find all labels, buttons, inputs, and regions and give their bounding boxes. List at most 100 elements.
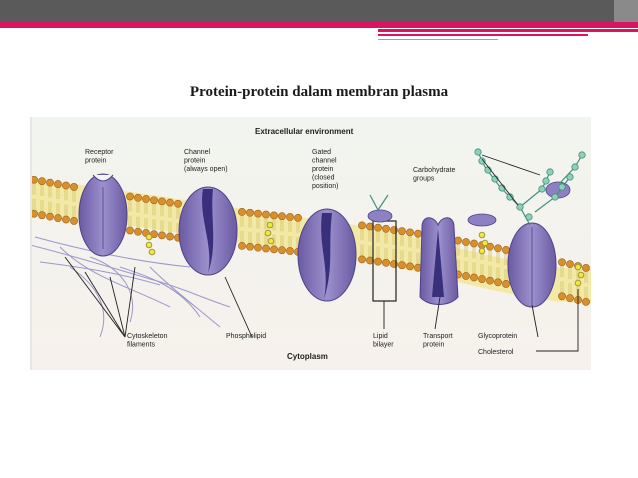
label-channel-protein: protein bbox=[184, 158, 206, 165]
lipid-head bbox=[54, 180, 62, 188]
lipid-head bbox=[358, 221, 366, 230]
label-gated-channel-protein: channel bbox=[312, 158, 337, 165]
lipid-head bbox=[494, 244, 502, 253]
lipid-head bbox=[262, 244, 270, 253]
lipid-head bbox=[566, 260, 574, 269]
sugar-unit bbox=[516, 203, 524, 211]
lipid-head bbox=[470, 239, 478, 248]
lipid-head bbox=[462, 272, 470, 280]
sugar-unit bbox=[566, 173, 574, 181]
label-carbohydrate-groups: Carbohydrate bbox=[413, 167, 456, 174]
lipid-head bbox=[126, 192, 134, 201]
lipid-head bbox=[478, 275, 486, 283]
label-receptor-protein: Receptor bbox=[85, 149, 114, 156]
plasma-membrane-diagram: Extracellular environment Cytoplasm Rece… bbox=[30, 117, 591, 370]
lipid-head bbox=[294, 213, 302, 222]
lipid-head bbox=[374, 223, 382, 232]
lipid-head bbox=[398, 261, 406, 270]
lipid-head bbox=[358, 255, 366, 264]
lipid-head bbox=[38, 177, 46, 186]
lipid-head bbox=[494, 278, 502, 287]
lipid-head bbox=[366, 222, 374, 231]
lipid-head bbox=[454, 236, 462, 245]
transport-protein-groove bbox=[432, 229, 444, 297]
slide-title: Protein-protein dalam membran plasma bbox=[189, 84, 449, 100]
carbohydrate-units bbox=[474, 148, 586, 221]
sugar-unit bbox=[538, 185, 546, 193]
lipid-head bbox=[262, 210, 270, 219]
lipid-head bbox=[486, 242, 494, 251]
sugar-unit bbox=[506, 193, 514, 201]
sugar-unit bbox=[558, 183, 566, 191]
left-fade bbox=[30, 117, 32, 370]
lipid-head bbox=[70, 217, 78, 225]
sugar-unit bbox=[542, 177, 550, 185]
label-transport-protein: protein bbox=[423, 342, 445, 349]
channel-protein-pore bbox=[202, 189, 214, 273]
lipid-head bbox=[406, 228, 414, 237]
peripheral-protein bbox=[367, 209, 393, 223]
lipid-head bbox=[382, 258, 390, 267]
pink-accent-line bbox=[378, 39, 498, 40]
gated-channel-pore bbox=[321, 213, 332, 299]
sugar-unit bbox=[525, 213, 533, 221]
lipid-head bbox=[270, 211, 278, 220]
lipid-head bbox=[254, 243, 262, 252]
lipid-head bbox=[62, 215, 70, 224]
cytoplasm-label: Cytoplasm bbox=[287, 352, 328, 361]
lipid-head bbox=[158, 197, 166, 206]
lipid-head bbox=[470, 273, 478, 282]
label-cytoskeleton-filaments: Cytoskeleton bbox=[127, 333, 168, 340]
label-leader-lines bbox=[64, 154, 579, 352]
sugar-unit bbox=[546, 168, 554, 176]
pink-accent-line bbox=[378, 34, 588, 36]
label-gated-channel-protein: Gated bbox=[312, 149, 331, 156]
lipid-head bbox=[374, 257, 382, 266]
pink-accent-line bbox=[378, 29, 638, 32]
lipid-head bbox=[270, 245, 278, 254]
lipid-head bbox=[134, 227, 142, 236]
top-dark-bar bbox=[0, 0, 638, 22]
top-bar-accent bbox=[614, 0, 638, 22]
label-cholesterol: Cholesterol bbox=[478, 349, 514, 356]
lipid-head bbox=[150, 196, 158, 205]
lipid-head bbox=[174, 199, 182, 208]
lipid-head bbox=[382, 224, 390, 233]
sugar-unit bbox=[474, 148, 482, 156]
lipid-head bbox=[238, 207, 246, 216]
lipid-head bbox=[126, 226, 134, 235]
sugar-unit bbox=[551, 193, 559, 201]
lipid-head bbox=[70, 183, 78, 191]
lipid-head bbox=[142, 195, 150, 203]
label-gated-channel-protein: (closed bbox=[312, 175, 335, 182]
lipid-head bbox=[62, 181, 70, 190]
lipid-head bbox=[398, 227, 406, 236]
lipid-head bbox=[166, 198, 174, 207]
lipid-head bbox=[38, 211, 46, 220]
lipid-head bbox=[46, 178, 54, 187]
lipid-head bbox=[246, 242, 254, 251]
lipid-head bbox=[166, 232, 174, 241]
lipid-head bbox=[486, 276, 494, 285]
cytoskeleton-filaments-drawing bbox=[30, 236, 231, 338]
cholesterol-molecules bbox=[145, 221, 585, 287]
label-gated-channel-protein: position) bbox=[312, 183, 338, 190]
lipid-head bbox=[46, 212, 54, 221]
lipid-head bbox=[462, 238, 470, 246]
lipid-heads bbox=[30, 175, 590, 306]
extracellular-label: Extracellular environment bbox=[255, 127, 354, 136]
label-phospholipid: Phospholipid bbox=[226, 333, 266, 340]
sugar-unit bbox=[578, 151, 586, 159]
lipid-head bbox=[566, 294, 574, 303]
label-receptor-protein: protein bbox=[85, 158, 107, 165]
lipid-head bbox=[278, 212, 286, 221]
lipid-head bbox=[502, 280, 510, 288]
lipid-head bbox=[254, 209, 262, 218]
peripheral-protein bbox=[467, 213, 497, 227]
lipid-head bbox=[406, 262, 414, 271]
label-lipid-bilayer: Lipid bbox=[373, 333, 388, 340]
label-lipid-bilayer: bilayer bbox=[373, 342, 394, 349]
sugar-unit bbox=[478, 157, 486, 165]
lipid-head bbox=[582, 297, 590, 306]
lipid-head bbox=[246, 208, 254, 217]
